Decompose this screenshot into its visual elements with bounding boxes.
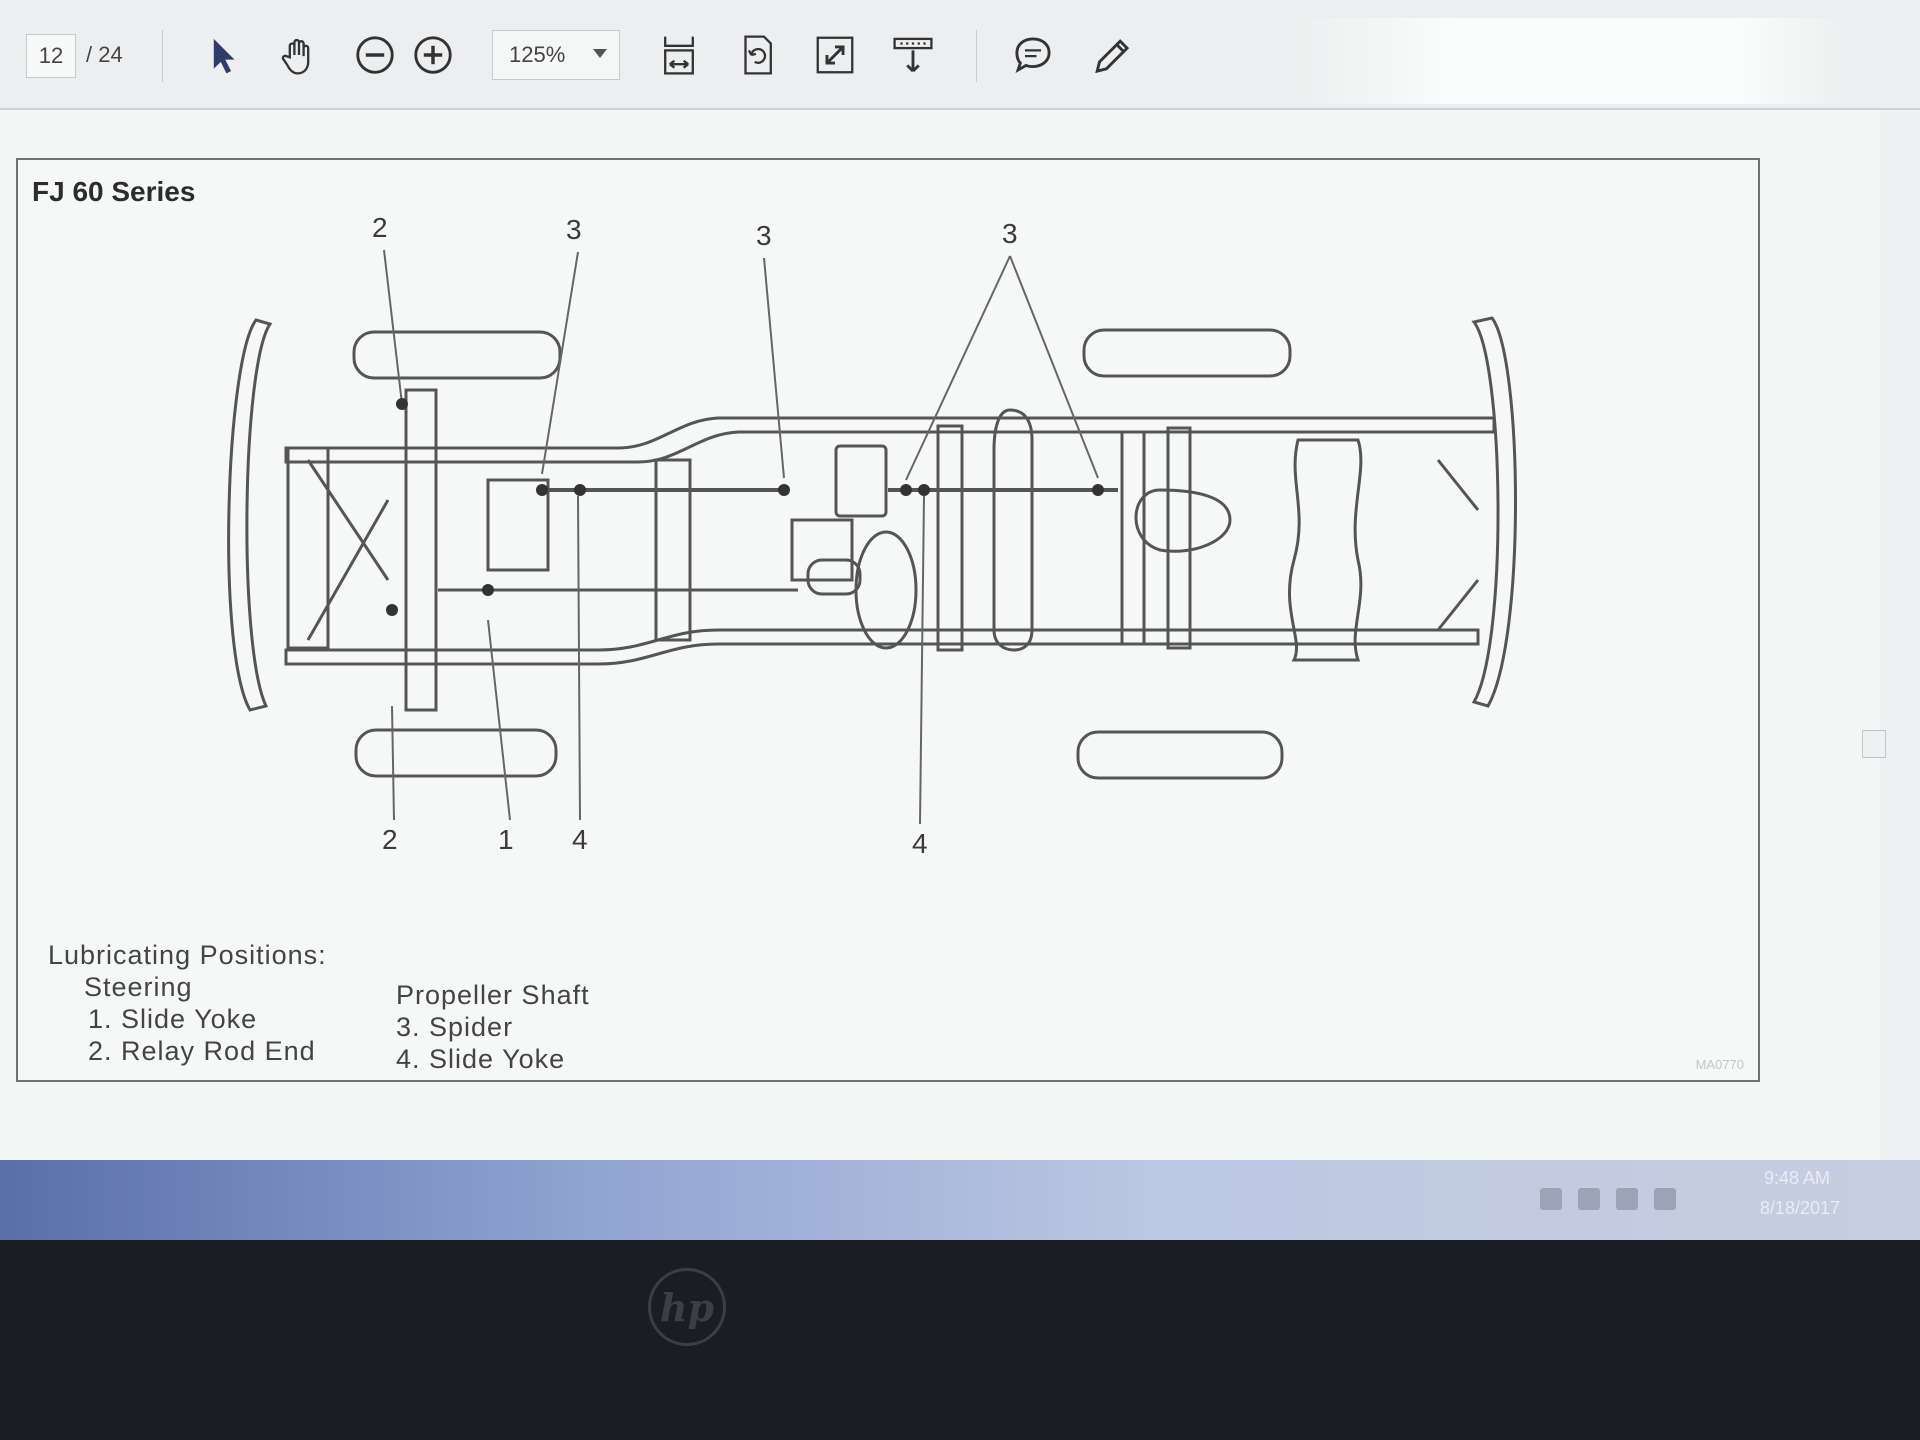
front-axle	[404, 388, 438, 712]
battery-icon[interactable]	[1616, 1188, 1638, 1210]
clock-time[interactable]: 9:48 AM	[1763, 1168, 1830, 1188]
muffler	[992, 408, 1034, 652]
callout-bottom-4a: 4	[572, 824, 588, 855]
lube-points	[386, 398, 1104, 616]
callout-top-3a: 3	[566, 214, 582, 245]
network-icon[interactable]	[1540, 1188, 1562, 1210]
document-page: FJ 60 Series 2 3 3 3 2 1 4 4 Lubricating…	[0, 110, 1886, 1160]
figure-frame: FJ 60 Series 2 3 3 3 2 1 4 4 Lubricating…	[16, 158, 1760, 1082]
chevron-down-icon	[593, 49, 607, 58]
rear-differential	[1134, 488, 1232, 553]
front-wheel-top	[352, 330, 562, 380]
chassis-diagram	[227, 249, 1517, 825]
taskbar: 9:48 AM 8/18/2017	[0, 1160, 1920, 1240]
zoom-select[interactable]: 125%	[492, 30, 620, 80]
front-bumper	[227, 318, 273, 712]
scroll-mode-icon[interactable]	[886, 28, 940, 82]
legend-propeller-label: Propeller Shaft	[396, 980, 590, 1010]
callout-bottom-1: 1	[498, 824, 514, 855]
scroll-handle[interactable]	[1862, 730, 1886, 758]
legend-steering-item-2: 2. Relay Rod End	[88, 1036, 316, 1066]
rear-bumper	[1471, 316, 1517, 708]
rotate-page-icon[interactable]	[730, 28, 784, 82]
figure-title: FJ 60 Series	[32, 176, 196, 207]
legend-propeller-item-3: 3. Spider	[396, 1012, 514, 1042]
system-tray: 9:48 AM 8/18/2017	[1520, 1160, 1880, 1240]
fuel-tank	[1288, 438, 1363, 662]
comment-icon[interactable]	[1006, 28, 1060, 82]
toolbar-separator	[162, 30, 163, 82]
fit-width-icon[interactable]	[652, 28, 706, 82]
callout-bottom-4b: 4	[912, 828, 928, 859]
flag-icon[interactable]	[1578, 1188, 1600, 1210]
legend-steering-item-1: 1. Slide Yoke	[88, 1004, 258, 1034]
page-number-input[interactable]: 12	[26, 34, 76, 78]
callout-bottom-2: 2	[382, 824, 398, 855]
callout-top-3b: 3	[756, 220, 772, 251]
screen: 12 / 24 125%	[0, 0, 1920, 1240]
volume-icon[interactable]	[1654, 1188, 1676, 1210]
fullscreen-icon[interactable]	[808, 28, 862, 82]
clock-date[interactable]: 8/18/2017	[1759, 1198, 1840, 1218]
transfer-case	[834, 444, 888, 518]
screen-glare	[1290, 18, 1850, 104]
rear-wheel-top	[1082, 328, 1292, 378]
toolbar-separator	[976, 30, 977, 82]
zoom-out-icon[interactable]	[348, 28, 402, 82]
select-cursor-icon[interactable]	[196, 28, 250, 82]
legend-propeller-item-4: 4. Slide Yoke	[396, 1044, 566, 1074]
front-crossmember	[286, 446, 330, 650]
front-wheel-bottom	[354, 728, 558, 778]
page-total: / 24	[86, 42, 123, 67]
pen-icon[interactable]	[1084, 28, 1138, 82]
zoom-value: 125%	[509, 42, 566, 67]
callout-top-3c: 3	[1002, 218, 1018, 249]
hp-logo: hp	[648, 1268, 726, 1346]
legend-heading: Lubricating Positions:	[48, 940, 327, 970]
pdf-toolbar: 12 / 24 125%	[0, 0, 1920, 110]
frame-rail-lower	[284, 628, 1480, 666]
catalog-id: MA0770	[1695, 1057, 1744, 1072]
rear-wheel-bottom	[1076, 730, 1284, 780]
legend-steering-label: Steering	[84, 972, 193, 1002]
hand-pan-icon[interactable]	[272, 28, 326, 82]
zoom-in-icon[interactable]	[406, 28, 460, 82]
callout-top-2: 2	[372, 212, 388, 243]
laptop-bezel: hp	[0, 1240, 1920, 1440]
